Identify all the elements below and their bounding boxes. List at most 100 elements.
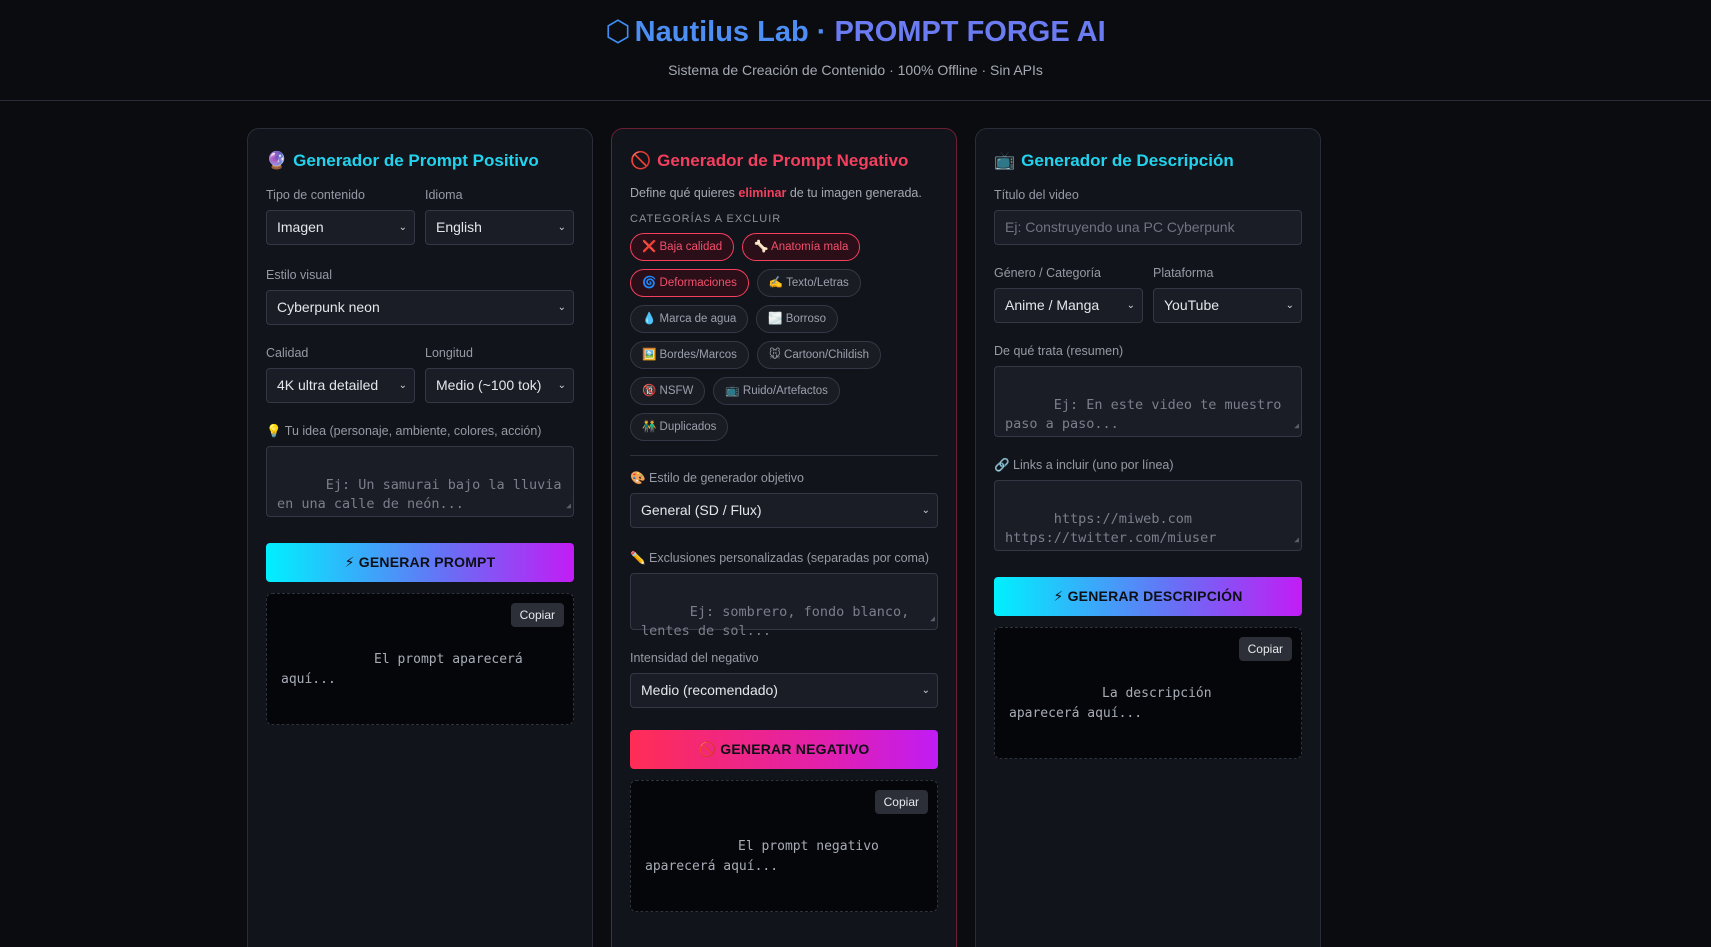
intensity-value: Medio (recomendado) — [641, 682, 778, 698]
style-field: Estilo visual Cyberpunk neon ⌄ — [266, 267, 574, 325]
content-language-row: Tipo de contenido Imagen ⌄ Idioma Englis… — [266, 187, 574, 245]
exclusion-chips: ❌ Baja calidad🦴 Anatomía mala 🌀 Deformaci… — [630, 233, 938, 441]
card-title-text: Generador de Descripción — [1021, 151, 1234, 170]
generate-prompt-button[interactable]: ⚡ GENERAR PROMPT — [266, 543, 574, 582]
content-type-value: Imagen — [277, 219, 324, 235]
exclusion-chip[interactable]: ❌ Baja calidad — [630, 233, 735, 261]
exclusion-chip[interactable]: 💧 Marca de agua — [630, 305, 749, 333]
description-text: Define qué quieres — [630, 186, 739, 200]
page-header: ⬡Nautilus Lab · PROMPT FORGE AI Sistema … — [0, 0, 1711, 101]
description-text-end: de tu imagen generada. — [786, 186, 922, 200]
prompt-output-text: El prompt aparecerá aquí... — [281, 652, 523, 687]
copy-button[interactable]: Copiar — [1238, 637, 1292, 661]
negative-description: Define qué quieres eliminar de tu imagen… — [630, 185, 938, 201]
video-title-input[interactable]: Ej: Construyendo una PC Cyberpunk — [994, 210, 1302, 245]
video-title-label: Título del video — [994, 188, 1079, 202]
style-value: Cyberpunk neon — [277, 299, 380, 315]
chevron-down-icon: ⌄ — [557, 380, 566, 391]
positive-prompt-card: 🔮 Generador de Prompt Positivo Tipo de co… — [247, 128, 593, 947]
intensity-select[interactable]: Medio (recomendado) ⌄ — [630, 673, 938, 708]
genre-select[interactable]: Anime / Manga ⌄ — [994, 288, 1143, 323]
style-select[interactable]: Cyberpunk neon ⌄ — [266, 290, 574, 325]
summary-textarea[interactable]: Ej: En este video te muestro paso a paso… — [994, 366, 1302, 437]
chevron-down-icon: ⌄ — [921, 685, 930, 696]
language-value: English — [436, 219, 482, 235]
quality-label: Calidad — [266, 346, 309, 360]
copy-button[interactable]: Copiar — [874, 790, 928, 814]
idea-textarea[interactable]: Ej: Un samurai bajo la lluvia en una cal… — [266, 446, 574, 517]
custom-exclusions-field: ✏️ Exclusiones personalizadas (separadas… — [630, 548, 938, 639]
title-brand: Nautilus Lab · — [634, 16, 835, 48]
chevron-down-icon: ⌄ — [1126, 300, 1135, 311]
copy-button[interactable]: Copiar — [510, 603, 564, 627]
categories-title: CATEGORÍAS A EXCLUIR — [630, 213, 782, 225]
genre-platform-row: Género / Categoría Anime / Manga ⌄ Plata… — [994, 265, 1302, 323]
video-title-placeholder: Ej: Construyendo una PC Cyberpunk — [1005, 219, 1235, 235]
generator-field: 🎨 Estilo de generador objetivo General (… — [630, 470, 938, 528]
divider — [630, 455, 938, 456]
genre-label: Género / Categoría — [994, 266, 1102, 280]
summary-label: De qué trata (resumen) — [994, 344, 1124, 358]
length-value: Medio (~100 tok) — [436, 377, 542, 393]
page-title: ⬡Nautilus Lab · PROMPT FORGE AI — [0, 14, 1711, 50]
resize-grip-icon[interactable]: ◢ — [1294, 421, 1299, 430]
exclusion-chip[interactable]: 🔞 NSFW — [630, 377, 706, 405]
exclusion-chip[interactable]: 🐭 Cartoon/Childish — [756, 341, 882, 369]
links-textarea[interactable]: https://miweb.com https://twitter.com/mi… — [994, 480, 1302, 551]
generator-select[interactable]: General (SD / Flux) ⌄ — [630, 493, 938, 528]
resize-grip-icon[interactable]: ◢ — [1294, 535, 1299, 544]
style-label: Estilo visual — [266, 268, 332, 282]
card-title-text: Generador de Prompt Negativo — [657, 151, 909, 170]
card-title-text: Generador de Prompt Positivo — [293, 151, 539, 170]
generate-negative-button[interactable]: 🚫 GENERAR NEGATIVO — [630, 730, 938, 769]
custom-exclusions-label: ✏️ Exclusiones personalizadas (separadas… — [630, 551, 930, 565]
generator-label: 🎨 Estilo de generador objetivo — [630, 471, 804, 485]
idea-field: 💡 Tu idea (personaje, ambiente, colores,… — [266, 423, 574, 517]
resize-grip-icon[interactable]: ◢ — [930, 614, 935, 623]
exclusion-chip[interactable]: 👬 Duplicados — [630, 413, 729, 441]
video-title-field: Título del video Ej: Construyendo una PC… — [994, 187, 1302, 245]
exclusion-chip[interactable]: 🖼️ Bordes/Marcos — [630, 341, 749, 369]
links-label: 🔗 Links a incluir (uno por línea) — [994, 458, 1174, 472]
chevron-down-icon: ⌄ — [921, 505, 930, 516]
custom-exclusions-textarea[interactable]: Ej: sombrero, fondo blanco, lentes de so… — [630, 573, 938, 639]
idea-placeholder: Ej: Un samurai bajo la lluvia en una cal… — [277, 477, 570, 512]
links-field: 🔗 Links a incluir (uno por línea) https:… — [994, 457, 1302, 551]
title-product: PROMPT FORGE AI — [834, 16, 1106, 48]
summary-placeholder: Ej: En este video te muestro paso a paso… — [1005, 397, 1290, 432]
quality-select[interactable]: 4K ultra detailed ⌄ — [266, 368, 415, 403]
quality-value: 4K ultra detailed — [277, 377, 379, 393]
content-type-label: Tipo de contenido — [266, 188, 365, 202]
chevron-down-icon: ⌄ — [398, 222, 407, 233]
exclusion-chip[interactable]: 📺 Ruido/Artefactos — [713, 377, 840, 405]
idea-label: 💡 Tu idea (personaje, ambiente, colores,… — [266, 424, 542, 438]
exclusion-chip[interactable]: 🦴 Anatomía mala — [742, 233, 861, 261]
exclusion-chip[interactable]: 🌫️ Borroso — [756, 305, 839, 333]
description-output: Copiar La descripción aparecerá aquí... — [994, 627, 1302, 759]
intensity-field: Intensidad del negativo Medio (recomenda… — [630, 650, 938, 708]
length-select[interactable]: Medio (~100 tok) ⌄ — [425, 368, 574, 403]
chevron-down-icon: ⌄ — [557, 222, 566, 233]
hexagon-icon: ⬡ — [605, 16, 631, 48]
content-type-select[interactable]: Imagen ⌄ — [266, 210, 415, 245]
chevron-down-icon: ⌄ — [398, 380, 407, 391]
platform-select[interactable]: YouTube ⌄ — [1153, 288, 1302, 323]
card-title: 🔮 Generador de Prompt Positivo — [266, 149, 574, 173]
negative-output: Copiar El prompt negativo aparecerá aquí… — [630, 780, 938, 912]
prohibited-icon: 🚫 — [630, 151, 652, 170]
links-placeholder: https://miweb.com https://twitter.com/mi… — [1005, 511, 1217, 546]
language-select[interactable]: English ⌄ — [425, 210, 574, 245]
crystal-ball-icon: 🔮 — [266, 151, 288, 170]
exclusion-chip[interactable]: 🌀 Deformaciones — [630, 269, 749, 297]
exclusion-chip[interactable]: ✍️ Texto/Letras — [756, 269, 861, 297]
chevron-down-icon: ⌄ — [1285, 300, 1294, 311]
negative-output-text: El prompt negativo aparecerá aquí... — [645, 839, 879, 874]
custom-exclusions-placeholder: Ej: sombrero, fondo blanco, lentes de so… — [641, 604, 918, 639]
description-output-text: La descripción aparecerá aquí... — [1009, 686, 1212, 721]
page-subtitle: Sistema de Creación de Contenido · 100% … — [668, 62, 1043, 78]
television-icon: 📺 — [994, 151, 1016, 170]
generate-description-button[interactable]: ⚡ GENERAR DESCRIPCIÓN — [994, 577, 1302, 616]
summary-field: De qué trata (resumen) Ej: En este video… — [994, 343, 1302, 437]
card-title: 📺 Generador de Descripción — [994, 149, 1302, 173]
resize-grip-icon[interactable]: ◢ — [566, 501, 571, 510]
